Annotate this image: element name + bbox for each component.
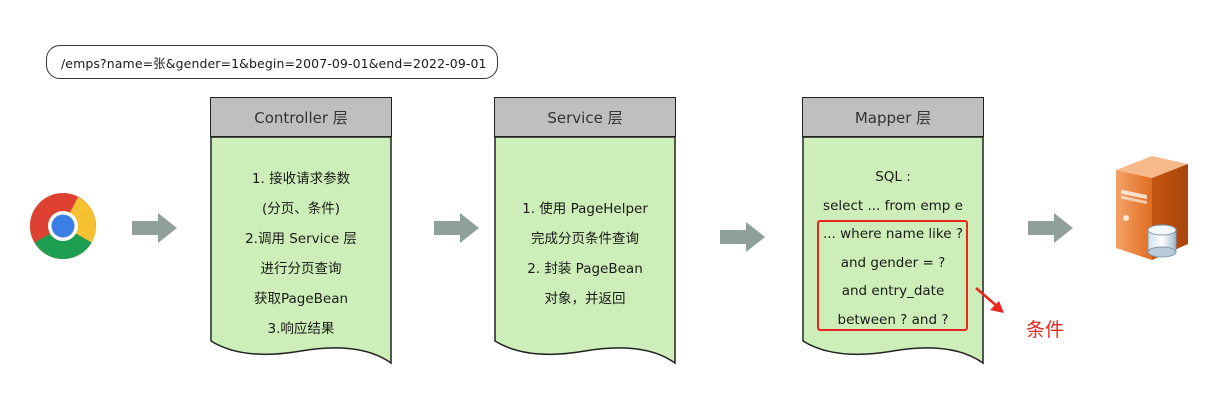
controller-layer: Controller 层 1. 接收请求参数 (分页、条件) 2.调用 Serv… <box>210 97 392 369</box>
chrome-icon <box>28 191 98 265</box>
controller-line-1: 1. 接收请求参数 <box>251 171 351 187</box>
request-url: /emps?name=张&gender=1&begin=2007-09-01&e… <box>46 45 498 79</box>
service-line-1: 1. 使用 PageHelper <box>522 201 648 217</box>
controller-line-2: (分页、条件) <box>261 201 341 217</box>
service-line-4: 对象，并返回 <box>544 291 626 307</box>
controller-line-3: 2.调用 Service 层 <box>245 231 357 247</box>
request-url-text: /emps?name=张&gender=1&begin=2007-09-01&e… <box>61 55 487 71</box>
mapper-layer: Mapper 层 SQL : select ... from emp e ...… <box>802 97 984 369</box>
flow-arrow-3 <box>720 222 766 256</box>
service-line-2: 完成分页条件查询 <box>531 231 639 247</box>
mapper-layer-title: Mapper 层 <box>802 97 984 137</box>
service-line-3: 2. 封装 PageBean <box>527 261 643 277</box>
condition-pointer-arrow <box>974 286 1008 320</box>
service-layer: Service 层 1. 使用 PageHelper 完成分页条件查询 2. 封… <box>494 97 676 369</box>
server-database-icon <box>1104 148 1194 268</box>
mapper-line-3: ... where name like ? <box>822 226 964 242</box>
condition-highlight-box <box>817 220 968 331</box>
controller-layer-title: Controller 层 <box>210 97 392 137</box>
controller-line-4: 进行分页查询 <box>260 261 342 277</box>
flow-arrow-2 <box>434 213 480 247</box>
controller-line-5: 获取PageBean <box>253 291 349 307</box>
mapper-line-1: SQL : <box>875 169 911 185</box>
condition-label: 条件 <box>1026 319 1065 341</box>
controller-line-6: 3.响应结果 <box>267 321 335 337</box>
service-layer-body <box>494 137 676 365</box>
service-layer-title: Service 层 <box>494 97 676 137</box>
flow-arrow-1 <box>132 213 178 247</box>
mapper-line-2: select ... from emp e <box>823 197 963 214</box>
mapper-layer-body <box>802 137 984 365</box>
mapper-line-6: between ? and ? <box>837 311 949 328</box>
flow-arrow-4 <box>1028 213 1074 247</box>
mapper-line-5: and entry_date <box>841 283 945 299</box>
mapper-line-4: and gender = ? <box>840 254 946 271</box>
controller-layer-body <box>210 137 392 365</box>
